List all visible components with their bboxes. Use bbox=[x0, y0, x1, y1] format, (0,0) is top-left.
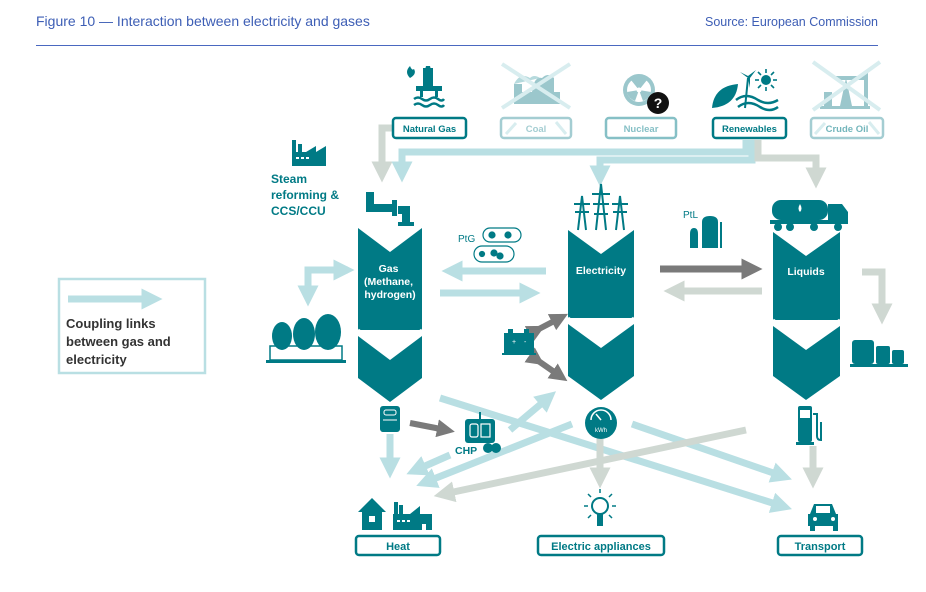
link-battery-electricity-bottom bbox=[524, 347, 568, 382]
source-label-natural-gas: Natural Gas bbox=[403, 124, 456, 135]
source-label-crude-oil: Crude Oil bbox=[826, 124, 869, 135]
link-gas-storage bbox=[297, 266, 348, 307]
source-renewables: Renewables bbox=[711, 69, 788, 140]
source-coal: Coal bbox=[499, 62, 573, 140]
ptg-label: PtG bbox=[458, 234, 475, 245]
lightbulb-icon bbox=[584, 489, 616, 526]
header-divider bbox=[36, 45, 878, 46]
steam-reforming-label: Steam reforming & CCS/CCU bbox=[271, 172, 342, 218]
link-renewables-to-gas bbox=[391, 140, 750, 183]
coal-plant-icon bbox=[514, 75, 560, 104]
end-use-transport: Transport bbox=[776, 504, 864, 557]
link-natural-gas-to-gas bbox=[371, 124, 393, 183]
end-use-label-transport: Transport bbox=[795, 541, 846, 553]
nuclear-icon bbox=[623, 74, 655, 106]
car-icon bbox=[808, 504, 838, 531]
renewables-icon bbox=[712, 69, 779, 112]
oil-pump-icon bbox=[820, 72, 870, 109]
source-label-renewables: Renewables bbox=[722, 124, 777, 135]
source-label-coal: Coal bbox=[526, 124, 547, 135]
oil-tanks-icon bbox=[850, 340, 908, 367]
link-renewables-to-liquids bbox=[754, 140, 827, 189]
link-gas-to-transport bbox=[438, 394, 793, 513]
chp-label: CHP bbox=[455, 445, 477, 457]
link-gasmeter-to-chp bbox=[409, 419, 455, 438]
electricity-column: Electricity bbox=[567, 230, 635, 400]
gas-column-label: Gas (Methane, hydrogen) bbox=[364, 263, 416, 301]
electricity-meter-icon: kWh bbox=[585, 407, 617, 439]
liquids-column-label: Liquids bbox=[787, 266, 824, 278]
power-pylons-icon bbox=[574, 183, 628, 231]
gas-meter-icon bbox=[380, 406, 400, 432]
link-liquids-to-heat bbox=[433, 426, 747, 503]
link-liquids-storage bbox=[862, 268, 893, 325]
factory-icon bbox=[393, 502, 432, 530]
end-use-heat: Heat bbox=[354, 498, 442, 557]
fuel-pump-icon bbox=[796, 406, 822, 445]
kwh-label: kWh bbox=[595, 428, 607, 434]
pipe-icon bbox=[366, 192, 414, 226]
link-renewables-to-electricity bbox=[589, 140, 756, 187]
battery-icon: +- bbox=[502, 329, 536, 355]
ptl-label: PtL bbox=[683, 210, 698, 221]
svg-text:-: - bbox=[524, 339, 527, 346]
svg-text:?: ? bbox=[654, 95, 663, 111]
tanker-truck-icon bbox=[770, 200, 848, 231]
gas-column: Gas (Methane, hydrogen) bbox=[357, 228, 423, 402]
svg-text:+: + bbox=[512, 339, 516, 346]
gas-platform-icon bbox=[407, 66, 446, 108]
refinery-icon bbox=[690, 216, 722, 248]
factory-icon bbox=[292, 140, 326, 166]
source-nuclear: ? Nuclear bbox=[604, 74, 678, 140]
source-natural-gas: Natural Gas bbox=[391, 66, 468, 140]
figure-title: Figure 10 — Interaction between electric… bbox=[36, 13, 370, 29]
liquids-column: Liquids bbox=[772, 232, 841, 400]
end-use-electric-appliances: Electric appliances bbox=[536, 489, 666, 557]
end-use-label-heat: Heat bbox=[386, 541, 410, 553]
source-label-nuclear: Nuclear bbox=[624, 124, 659, 135]
house-icon bbox=[358, 498, 386, 530]
electrolyser-icon bbox=[473, 227, 522, 263]
question-badge bbox=[647, 92, 669, 114]
link-battery-electricity-top bbox=[524, 313, 568, 343]
link-electricity-to-transport bbox=[630, 420, 792, 483]
chp-icon bbox=[465, 412, 501, 453]
link-chp-to-heat bbox=[406, 451, 452, 476]
legend: Coupling links between gas and electrici… bbox=[57, 277, 207, 375]
figure-source: Source: European Commission bbox=[705, 15, 878, 29]
end-use-label-electric-appliances: Electric appliances bbox=[551, 541, 651, 553]
legend-text: Coupling links between gas and electrici… bbox=[66, 316, 174, 367]
electricity-column-label: Electricity bbox=[576, 265, 626, 277]
source-crude-oil: Crude Oil bbox=[809, 60, 885, 140]
links bbox=[297, 124, 893, 513]
gas-storage-icon bbox=[266, 314, 346, 363]
